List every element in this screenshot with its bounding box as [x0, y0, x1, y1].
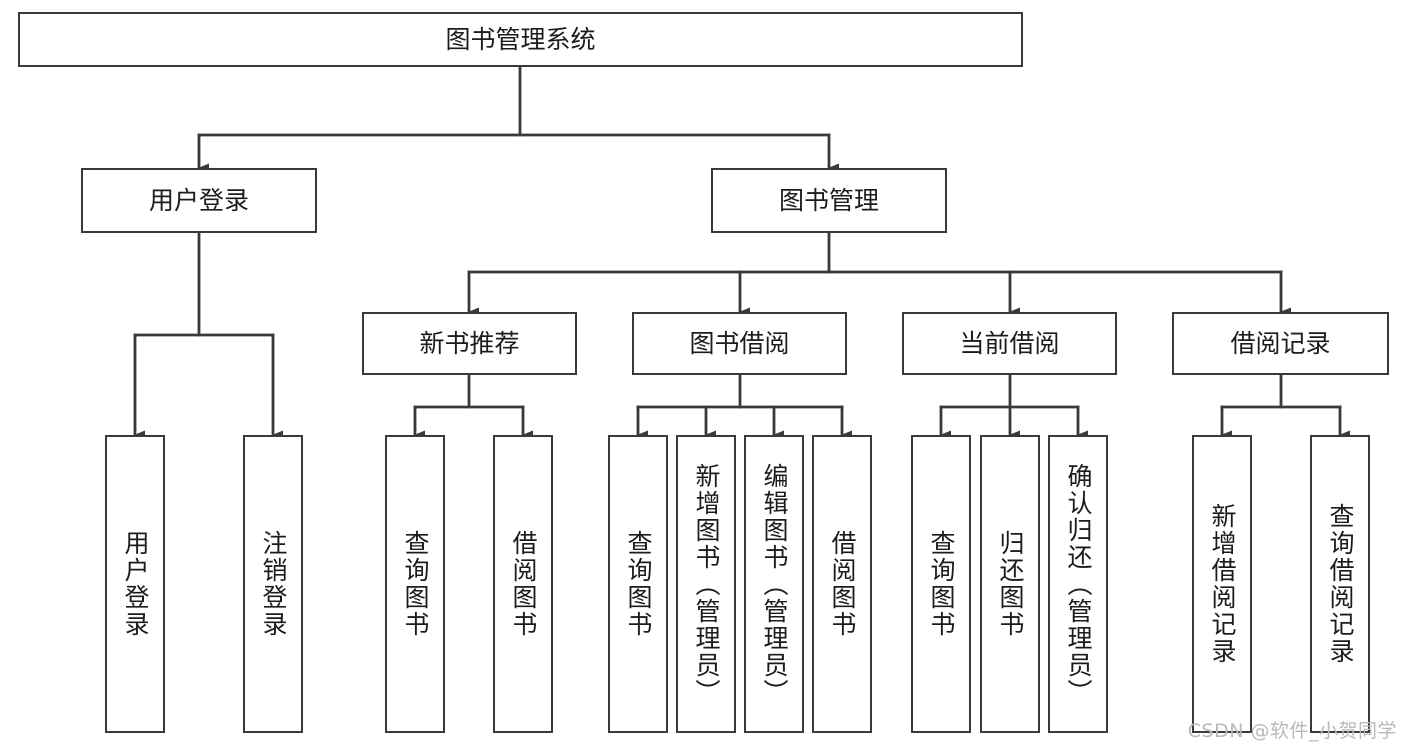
node-leaf-add-book-admin[interactable]: 新增图书（管理员）: [676, 435, 736, 733]
node-leaf-return-book[interactable]: 归还图书: [980, 435, 1040, 733]
node-borrow-record-label: 借阅记录: [1230, 328, 1331, 358]
node-new-book-recommend-label: 新书推荐: [419, 328, 520, 358]
node-user-login[interactable]: 用户登录: [81, 168, 317, 233]
node-borrow-record[interactable]: 借阅记录: [1172, 312, 1389, 375]
node-leaf-query-book-1-label: 查询图书: [401, 530, 430, 638]
node-leaf-query-book-1[interactable]: 查询图书: [385, 435, 445, 733]
node-leaf-logout-login-label: 注销登录: [259, 530, 288, 638]
node-leaf-borrow-book-2[interactable]: 借阅图书: [812, 435, 872, 733]
node-leaf-query-borrow-record[interactable]: 查询借阅记录: [1310, 435, 1370, 733]
node-leaf-query-borrow-record-label: 查询借阅记录: [1326, 503, 1355, 665]
node-leaf-confirm-return-admin[interactable]: 确认归还（管理员）: [1048, 435, 1108, 733]
node-leaf-borrow-book-1-label: 借阅图书: [509, 530, 538, 638]
node-user-login-label: 用户登录: [148, 185, 249, 215]
node-book-management[interactable]: 图书管理: [711, 168, 947, 233]
node-book-borrow[interactable]: 图书借阅: [632, 312, 847, 375]
node-leaf-add-book-admin-label: 新增图书（管理员）: [692, 462, 721, 706]
node-new-book-recommend[interactable]: 新书推荐: [362, 312, 577, 375]
node-current-borrow[interactable]: 当前借阅: [902, 312, 1117, 375]
node-leaf-user-login-label: 用户登录: [121, 530, 150, 638]
node-root[interactable]: 图书管理系统: [18, 12, 1023, 67]
node-leaf-edit-book-admin[interactable]: 编辑图书（管理员）: [744, 435, 804, 733]
node-leaf-return-book-label: 归还图书: [996, 530, 1025, 638]
node-leaf-user-login[interactable]: 用户登录: [105, 435, 165, 733]
node-current-borrow-label: 当前借阅: [959, 328, 1060, 358]
node-book-management-label: 图书管理: [778, 185, 879, 215]
node-leaf-query-book-3-label: 查询图书: [927, 530, 956, 638]
node-leaf-confirm-return-admin-label: 确认归还（管理员）: [1064, 462, 1093, 706]
node-root-label: 图书管理系统: [445, 24, 596, 54]
node-leaf-query-book-2[interactable]: 查询图书: [608, 435, 668, 733]
node-leaf-edit-book-admin-label: 编辑图书（管理员）: [760, 462, 789, 706]
node-leaf-query-book-2-label: 查询图书: [624, 530, 653, 638]
node-book-borrow-label: 图书借阅: [689, 328, 790, 358]
node-leaf-logout-login[interactable]: 注销登录: [243, 435, 303, 733]
node-leaf-query-book-3[interactable]: 查询图书: [911, 435, 971, 733]
node-leaf-add-borrow-record[interactable]: 新增借阅记录: [1192, 435, 1252, 733]
node-leaf-add-borrow-record-label: 新增借阅记录: [1208, 503, 1237, 665]
node-leaf-borrow-book-2-label: 借阅图书: [828, 530, 857, 638]
node-leaf-borrow-book-1[interactable]: 借阅图书: [493, 435, 553, 733]
